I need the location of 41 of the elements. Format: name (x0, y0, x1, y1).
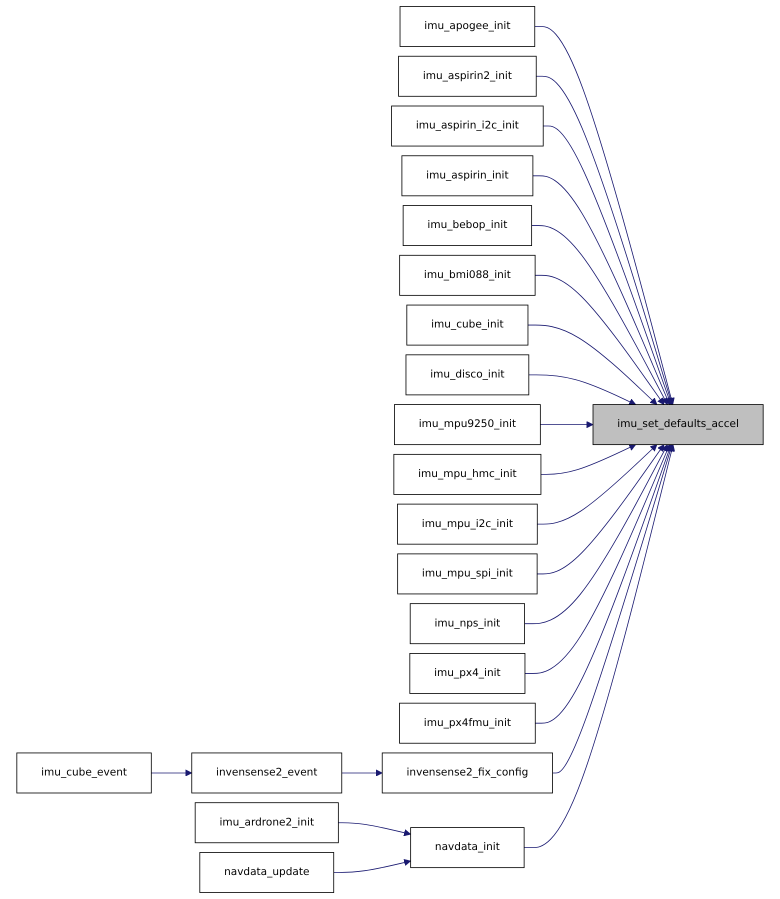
arrow (532, 175, 670, 405)
arrow (536, 444, 658, 525)
node-box: imu_bmi088_init (399, 254, 536, 296)
arrow (338, 822, 411, 836)
node-box: imu_aspirin_init (402, 155, 534, 196)
node-box: navdata_init (410, 827, 525, 868)
node-box: imu_px4_init (409, 653, 526, 694)
arrow (542, 126, 672, 405)
arrow (534, 274, 664, 405)
arrow (341, 769, 383, 777)
node-box: imu_mpu9250_init (394, 404, 541, 446)
arrow (333, 859, 411, 873)
node-box: imu_bebop_init (402, 205, 532, 246)
arrow (534, 444, 672, 724)
node-box: imu_cube_init (406, 304, 528, 346)
node-box: imu_px4fmu_init (399, 702, 536, 744)
node-box: imu_mpu_hmc_init (393, 454, 542, 495)
arrow (528, 374, 636, 406)
node-box: imu_mpu_spi_init (397, 553, 538, 594)
arrow (524, 444, 670, 674)
arrow (524, 444, 668, 624)
arrow (531, 225, 668, 405)
node-box: imu_nps_init (410, 603, 525, 644)
node-box: imu_ardrone2_init (194, 802, 339, 844)
arrow (540, 421, 594, 428)
arrow (150, 769, 192, 777)
arrow (540, 444, 636, 475)
arrow (552, 444, 674, 774)
arrow (536, 444, 664, 574)
node-box: invensense2_fix_config (382, 752, 553, 794)
node-box: imu_set_defaults_accel (592, 404, 764, 446)
arrow (528, 324, 658, 405)
node-box: imu_disco_init (406, 354, 530, 396)
node-box: invensense2_event (191, 752, 342, 794)
node-box: imu_mpu_i2c_init (397, 504, 538, 545)
node-box: navdata_update (199, 852, 334, 893)
arrow (524, 444, 675, 848)
node-box: imu_aspirin_i2c_init (391, 106, 544, 146)
node-box: imu_apogee_init (400, 6, 536, 47)
node-box: imu_cube_event (16, 752, 152, 794)
node-box: imu_aspirin2_init (398, 56, 537, 97)
